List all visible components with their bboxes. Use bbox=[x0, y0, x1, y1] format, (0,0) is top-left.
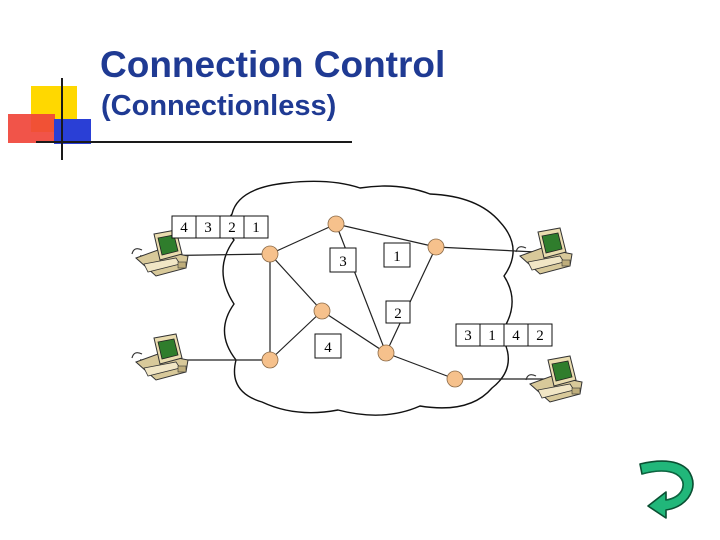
router-node bbox=[327, 215, 345, 233]
destination-packet-queue: 3 1 4 2 bbox=[455, 323, 553, 347]
packet-label: 1 bbox=[393, 249, 401, 265]
return-arrow-icon bbox=[639, 460, 694, 519]
packet-label: 3 bbox=[204, 220, 212, 236]
packet-label: 2 bbox=[536, 328, 544, 344]
decor-vertical-rule bbox=[61, 78, 63, 160]
router-node bbox=[261, 351, 279, 369]
packet-label: 2 bbox=[394, 306, 402, 322]
computer-icon bbox=[131, 333, 189, 381]
network-links bbox=[139, 223, 557, 380]
source-packet-queue: 4 3 2 1 bbox=[171, 215, 269, 239]
packet-label: 4 bbox=[324, 340, 332, 356]
packet-label: 3 bbox=[464, 328, 472, 344]
router-node bbox=[377, 344, 395, 362]
packet-label: 2 bbox=[228, 220, 236, 236]
packet-label: 1 bbox=[488, 328, 496, 344]
packet-label: 3 bbox=[339, 254, 347, 270]
router-node bbox=[446, 370, 464, 388]
decor-blue-block bbox=[54, 119, 91, 144]
decor-red-block bbox=[8, 114, 55, 143]
packet-label: 1 bbox=[252, 220, 260, 236]
in-transit-packets: 3 1 2 4 bbox=[314, 242, 411, 359]
decor-horizontal-rule bbox=[36, 141, 352, 143]
router-node bbox=[261, 245, 279, 263]
slide-title: Connection Control bbox=[100, 44, 446, 85]
network-nodes bbox=[261, 215, 464, 388]
back-button[interactable] bbox=[636, 458, 696, 520]
packet-label: 4 bbox=[512, 328, 520, 344]
packet-label: 4 bbox=[180, 220, 188, 236]
router-node bbox=[313, 302, 331, 320]
slide-subtitle: (Connectionless) bbox=[101, 90, 337, 122]
network-cloud bbox=[222, 180, 514, 416]
router-node bbox=[427, 238, 445, 256]
